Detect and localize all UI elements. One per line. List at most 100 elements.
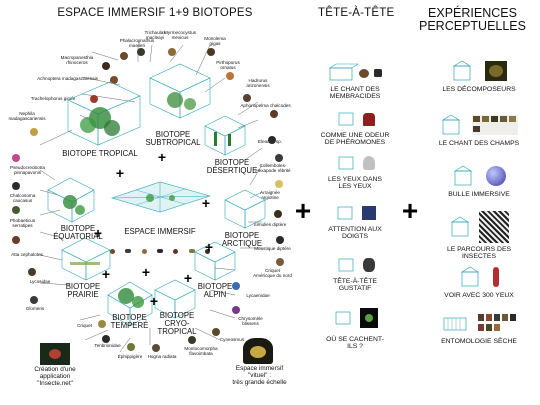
greenhouse-equatorial <box>47 177 95 223</box>
virtual-caption: Espace immersif "vituel" : très grande é… <box>232 365 287 386</box>
device-icon <box>337 206 352 220</box>
insect-icon <box>125 249 132 253</box>
plus-sign: + <box>115 165 125 181</box>
greenhouse-subtropical <box>149 63 211 119</box>
species-label: Pirthoporus ornatus <box>216 60 240 70</box>
virtual-space-image <box>243 338 273 364</box>
species-label: Trachelophorus girafe <box>30 96 76 101</box>
biotope-tropical-label: BIOTOPE TROPICAL <box>62 149 138 158</box>
greenhouse-alpin <box>194 241 236 281</box>
tete-label: LE CHANT DES MEMBRACIDES <box>329 86 381 101</box>
insect-photo <box>120 52 128 60</box>
device-icon <box>338 156 353 170</box>
species-label: Hogna radiata <box>147 354 177 359</box>
device-icon <box>338 258 353 272</box>
insect-photo <box>359 68 369 78</box>
greenhouse-arctique <box>224 189 266 229</box>
plus-sign: + <box>141 264 151 280</box>
insect-head-photo <box>362 156 375 170</box>
big-plus-sign: + <box>401 195 419 226</box>
tete-item: OÙ SE CACHENT- ILS ? <box>315 300 395 350</box>
tete-label: OÙ SE CACHENT- ILS ? <box>326 336 384 351</box>
tete-label: LES YEUX DANS LES YEUX <box>328 176 382 191</box>
insect-photo <box>90 95 98 103</box>
tete-item: ATTENTION AUX DOIGTS <box>315 200 395 240</box>
greenhouse-icon <box>450 216 470 237</box>
experience-item: ENTOMOLOGIE SÈCHE <box>420 308 538 345</box>
insect-row <box>110 249 210 257</box>
app-screenshot <box>40 343 70 365</box>
insect-photo <box>275 180 283 188</box>
biotope-equatorial-label: BIOTOPE ÉQUATORIAL <box>53 224 103 241</box>
display-case-icon <box>443 317 467 331</box>
tete-label: ATTENTION AUX DOIGTS <box>328 226 382 241</box>
species-label: Myrmecocystus mexicus <box>164 30 196 40</box>
experience-label: LES DÉCOMPOSEURS <box>442 86 516 93</box>
species-label: Glomeris <box>25 306 45 311</box>
species-label: Atta cephalotes <box>11 252 43 257</box>
species-label: Moustique diptère <box>254 246 291 251</box>
species-label: Hadrurus arizonensis <box>246 78 270 88</box>
species-label: Arraignée argiotine <box>260 190 280 200</box>
biotope-desertique-label: BIOTOPE DÉSERTIQUE <box>206 158 258 175</box>
species-label: Nephila madagascariensis <box>8 111 46 121</box>
species-label: Collemboles- Hexapode rébrité <box>255 163 291 173</box>
greenhouse-icon <box>453 165 473 186</box>
tete-label: TÊTE-À-TÊTE GUSTATIF <box>333 278 377 293</box>
espace-immersif-label: ESPACE IMMERSIF <box>124 227 196 236</box>
sculpture-photo <box>362 112 375 126</box>
insect-photo <box>102 335 110 343</box>
tete-a-tete-title: TÊTE-À-TÊTE <box>318 7 395 19</box>
biotope-prairie-label: BIOTOPE PRAIRIE <box>65 282 101 299</box>
experience-label: LE CHANT DES CHAMPS <box>438 140 520 147</box>
bubble-photo <box>486 166 506 186</box>
biotope-cryo-label: BIOTOPE CRYO- TROPICAL <box>157 311 197 336</box>
species-label: Criquet <box>77 323 92 328</box>
insect-photo <box>127 343 135 351</box>
insect-photo <box>30 296 38 304</box>
greenhouse-desertique <box>204 115 246 156</box>
species-label: Simulies diptère <box>253 222 287 227</box>
insect-icon <box>141 249 147 254</box>
tete-item: LE CHANT DES MEMBRACIDES <box>315 60 395 100</box>
insect-photo <box>232 282 240 290</box>
insect-photo <box>226 72 234 80</box>
tete-item: COMME UNE ODEUR DE PHÉROMONES <box>315 106 395 146</box>
insect-photo <box>362 258 375 272</box>
insect-photo <box>12 236 20 244</box>
connector-lines <box>39 44 263 353</box>
insect-photo <box>207 48 215 56</box>
insect-photo <box>243 94 251 102</box>
insect-photo <box>188 336 196 344</box>
species-label: Phalacrognathus muelleri <box>119 38 155 48</box>
experience-label: ENTOMOLOGIE SÈCHE <box>441 338 517 345</box>
device-icon <box>329 63 359 81</box>
insect-grid-photo <box>472 115 518 135</box>
insect-icon <box>204 249 210 254</box>
insect-photo <box>152 344 160 352</box>
experience-label: BULLE IMMERSIVE <box>448 191 510 198</box>
insect-photo <box>12 154 20 162</box>
hidden-insect-photo <box>359 308 378 328</box>
experience-label: LE PARCOURS DES INSECTES <box>446 246 512 261</box>
insect-photo <box>28 268 36 276</box>
species-label: Lycaenidae <box>246 293 270 298</box>
tete-label: COMME UNE ODEUR DE PHÉROMONES <box>320 132 390 147</box>
device-icon <box>338 112 353 126</box>
species-label: Aphonopelma chalcodes <box>240 103 291 108</box>
experience-item: BULLE IMMERSIVE <box>420 161 538 198</box>
insect-photo <box>276 236 284 244</box>
species-label: Monolema gigas <box>204 36 226 46</box>
experiences-column: LES DÉCOMPOSEURS LE CHANT DES CHAMPS BUL… <box>420 56 538 401</box>
insect-photo <box>110 76 118 84</box>
path-maze-photo <box>479 211 509 243</box>
greenhouse-tempere <box>107 281 153 327</box>
speaker-icon <box>374 69 382 77</box>
tete-item: TÊTE-À-TÊTE GUSTATIF <box>315 252 395 292</box>
plus-sign: + <box>204 239 214 255</box>
insect-photo <box>232 306 240 314</box>
greenhouse-cryo <box>154 279 196 319</box>
biotope-subtropical-label: BIOTOPE SUBTROPICAL <box>145 130 201 147</box>
insect-photo <box>168 48 176 56</box>
experience-item: LE PARCOURS DES INSECTES <box>420 208 538 260</box>
